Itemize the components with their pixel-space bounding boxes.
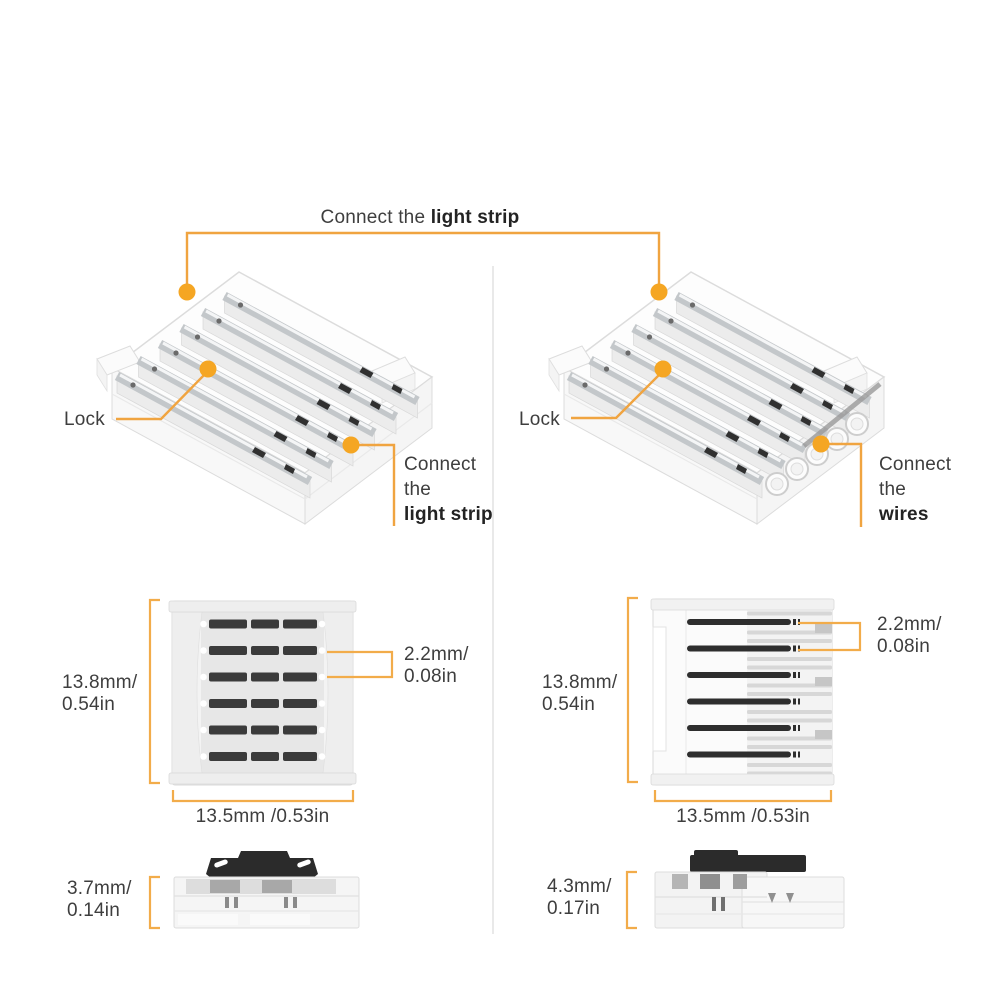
left-lock-clip: [206, 851, 318, 878]
right-thickness-dimension: 4.3mm/ 0.17in: [547, 876, 612, 920]
leader-dot: [342, 436, 360, 454]
left-height-mm: 13.8mm/: [62, 672, 138, 693]
left-connect-leader-line: [351, 443, 396, 526]
left-top-view-illustration: [168, 600, 357, 786]
left-height-dimension: 13.8mm/ 0.54in: [62, 672, 137, 716]
left-connect-line1: Connect: [404, 454, 477, 475]
right-height-in: 0.54in: [542, 694, 595, 715]
left-side-view-illustration: [173, 851, 360, 929]
right-connect-line3: wires: [879, 504, 929, 525]
left-height-in: 0.54in: [62, 694, 115, 715]
right-pitch-bracket: [798, 621, 862, 652]
right-lock-label: Lock: [519, 409, 560, 430]
left-pitch-mm: 2.2mm/: [404, 644, 469, 665]
right-lock-leader-line: [571, 370, 664, 420]
leader-dot: [650, 283, 668, 301]
right-connect-label: Connect the wires: [879, 452, 951, 527]
left-lock-leader-line: [116, 370, 209, 421]
leader-lines: [116, 231, 863, 527]
left-thickness-bracket: [148, 875, 160, 930]
top-banner-bracket-line: [185, 231, 661, 291]
right-thickness-in: 0.17in: [547, 898, 600, 919]
leader-dots: [178, 283, 830, 454]
left-pitch-bracket: [327, 650, 394, 679]
left-width-dimension: 13.5mm /0.53in: [195, 806, 330, 827]
left-connect-line3: light strip: [404, 504, 493, 525]
top-banner-label: Connect the light strip: [220, 205, 620, 230]
left-lock-label: Lock: [64, 409, 105, 430]
right-height-bracket: [626, 596, 638, 784]
leader-dot: [654, 360, 672, 378]
leader-dot: [178, 283, 196, 301]
left-connect-label: Connect the light strip: [404, 452, 493, 527]
left-pitch-in: 0.08in: [404, 666, 457, 687]
right-side-view-illustration: [654, 850, 845, 929]
left-connector-illustration: [96, 271, 434, 526]
right-connect-leader-line: [821, 442, 863, 527]
leader-dot: [199, 360, 217, 378]
left-connect-line2: the: [404, 479, 432, 500]
left-thickness-dimension: 3.7mm/ 0.14in: [67, 878, 132, 922]
right-thickness-bracket: [625, 870, 637, 930]
right-width-bracket: [653, 790, 833, 803]
right-height-dimension: 13.8mm/ 0.54in: [542, 672, 617, 716]
right-connect-line1: Connect: [879, 454, 952, 475]
left-pitch-dimension: 2.2mm/ 0.08in: [404, 644, 469, 688]
top-banner-label-bold: light strip: [430, 207, 520, 228]
right-pitch-in: 0.08in: [877, 636, 930, 657]
left-width-bracket: [171, 790, 355, 803]
right-connector-illustration: [548, 271, 886, 526]
dimension-brackets: [148, 596, 862, 930]
right-pitch-dimension: 2.2mm/ 0.08in: [877, 614, 942, 658]
right-connect-line2: the: [879, 479, 907, 500]
left-thickness-mm: 3.7mm/: [67, 878, 132, 899]
left-thickness-in: 0.14in: [67, 900, 120, 921]
top-banner-label-regular: Connect the: [320, 207, 431, 228]
leader-dot: [812, 435, 830, 453]
left-height-bracket: [148, 598, 160, 785]
right-pitch-mm: 2.2mm/: [877, 614, 942, 635]
right-thickness-mm: 4.3mm/: [547, 876, 612, 897]
right-width-dimension: 13.5mm /0.53in: [676, 806, 810, 827]
right-top-view-illustration: [650, 598, 835, 786]
right-height-mm: 13.8mm/: [542, 672, 618, 693]
